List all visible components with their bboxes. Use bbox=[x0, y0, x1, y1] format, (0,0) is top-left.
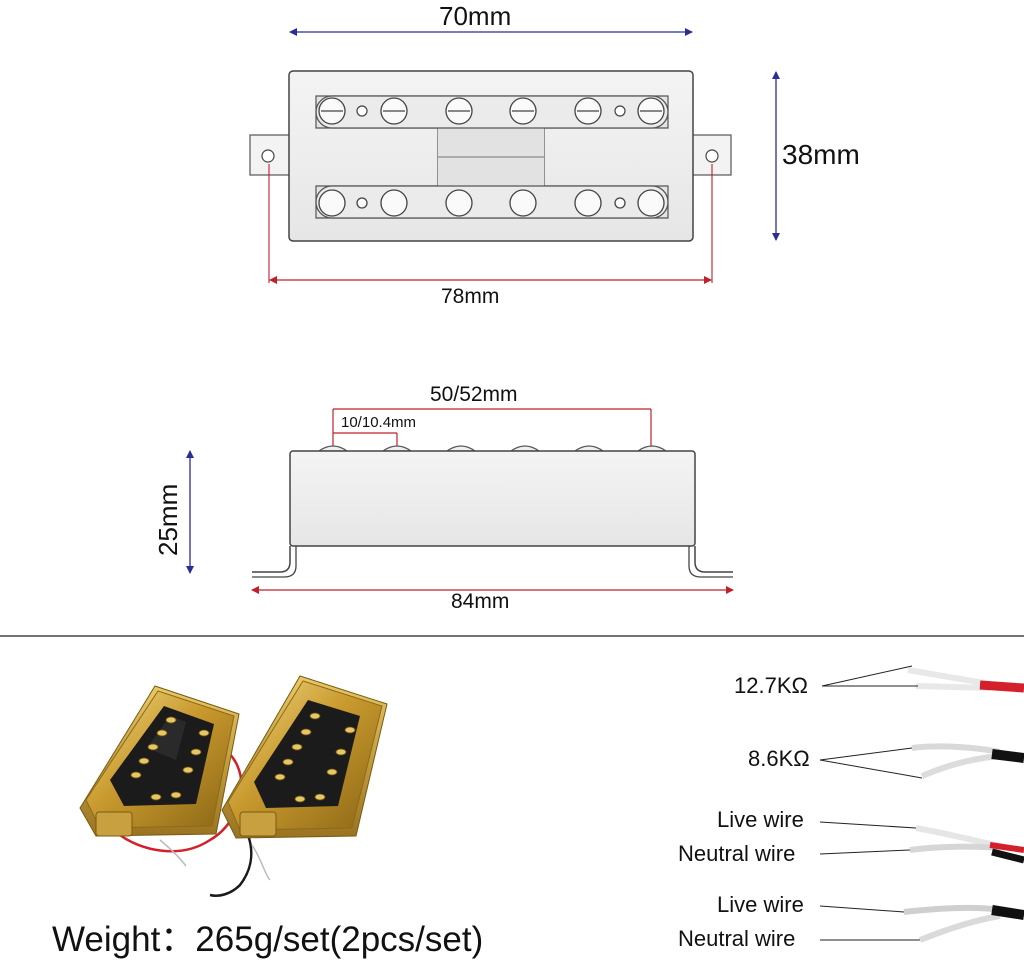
black-insert-2 bbox=[254, 700, 360, 808]
top-mount-label: 78mm bbox=[441, 285, 500, 308]
coil2-resistance-label: 8.6KΩ bbox=[748, 746, 810, 771]
weight-label: Weight：265g/set(2pcs/set) bbox=[52, 920, 484, 959]
coil1-resistance-label: 12.7KΩ bbox=[734, 673, 808, 698]
set2-live-wire-label: Live wire bbox=[717, 892, 804, 917]
red-lead-wire bbox=[119, 743, 243, 853]
bottom-slug-poles bbox=[318, 189, 665, 217]
black-cable-2 bbox=[991, 749, 1024, 763]
right-mounting-hole bbox=[705, 149, 719, 163]
side-pole-span-label: 50/52mm bbox=[430, 383, 518, 406]
side-pole-spacing-label: 10/10.4mm bbox=[341, 414, 417, 431]
left-mounting-hole bbox=[261, 149, 275, 163]
side-height-label: 25mm bbox=[153, 483, 183, 556]
black-cable-4 bbox=[991, 905, 1024, 920]
set1-neutral-wire-label: Neutral wire bbox=[678, 841, 796, 866]
black-insert-1 bbox=[110, 706, 214, 806]
right-foot bbox=[694, 546, 733, 573]
pickup-body-side bbox=[289, 450, 696, 547]
top-height-label: 38mm bbox=[782, 139, 860, 170]
top-width-label: 70mm bbox=[439, 1, 512, 31]
red-cable-1 bbox=[979, 680, 1024, 693]
pickup-photo bbox=[79, 675, 388, 897]
top-view bbox=[249, 28, 780, 284]
red-cable-3 bbox=[989, 842, 1024, 853]
set2-neutral-wire-label: Neutral wire bbox=[678, 926, 796, 951]
side-view bbox=[186, 408, 734, 594]
gold-pickup-1 bbox=[79, 685, 240, 837]
left-foot bbox=[252, 546, 291, 573]
set1-live-wire-label: Live wire bbox=[717, 807, 804, 832]
black-lead-wire bbox=[209, 834, 253, 897]
side-pole-heads bbox=[317, 445, 668, 452]
wiring-diagram bbox=[819, 665, 1024, 943]
top-screw-poles bbox=[318, 97, 665, 125]
gold-pickup-2 bbox=[221, 675, 388, 839]
side-base-label: 84mm bbox=[451, 590, 510, 613]
